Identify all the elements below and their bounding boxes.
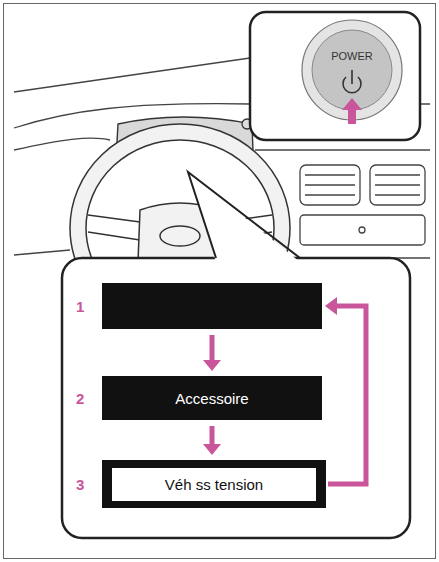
press-arrow	[342, 98, 362, 124]
state-bar: 3Véh ss tension	[102, 460, 326, 508]
power-button-label: POWER	[312, 50, 392, 66]
callout-number: 3	[76, 476, 84, 493]
state-text: Accessoire	[175, 390, 248, 407]
callout-pointer-lines	[188, 172, 300, 258]
arrow-head	[203, 360, 221, 371]
callout-number: 2	[76, 390, 84, 407]
power-symbol	[343, 70, 361, 93]
callout-box	[62, 258, 410, 538]
arrow-line	[210, 426, 215, 445]
arrow-head	[203, 444, 221, 455]
frame	[4, 4, 436, 559]
inset-box	[250, 12, 420, 140]
arrow-line	[328, 306, 366, 484]
callout-number: 1	[76, 298, 84, 315]
callout-pointer	[188, 172, 300, 262]
arrow-head	[325, 297, 337, 315]
state-bar: 2Accessoire	[102, 376, 322, 420]
cycle-arrow	[325, 297, 366, 484]
cycle-arrow	[203, 335, 221, 371]
arrow-line	[210, 335, 215, 361]
button-text: POWER	[312, 50, 392, 62]
cycle-arrow	[203, 426, 221, 455]
state-bar: 1	[102, 283, 322, 329]
state-text: Véh ss tension	[112, 468, 316, 501]
